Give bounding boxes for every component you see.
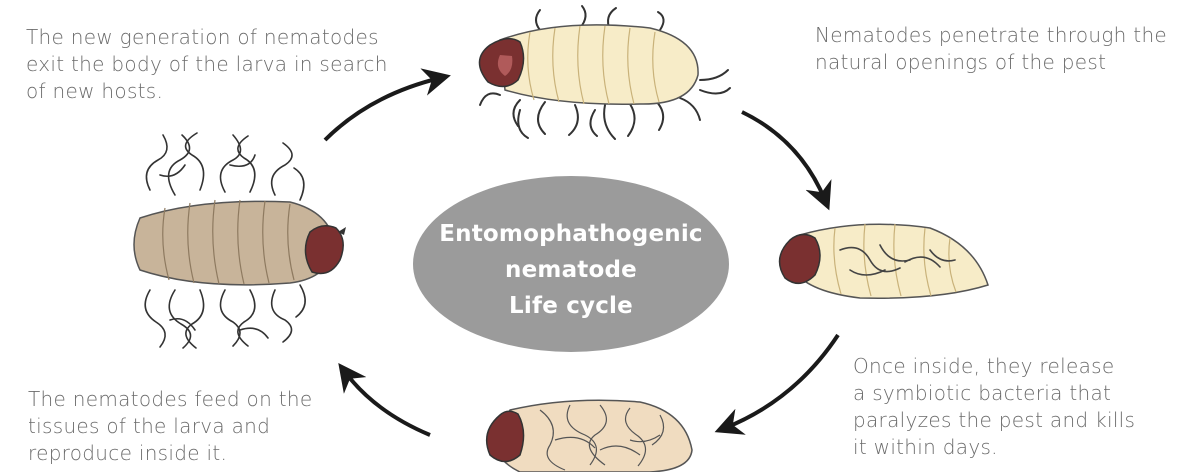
caption-line: The nematodes feed on the [28, 387, 313, 411]
caption-line: exit the body of the larva in search [26, 52, 388, 76]
arrow-to-left [338, 363, 431, 437]
caption-line: Nematodes penetrate through the [815, 23, 1168, 47]
caption-line: reproduce inside it. [28, 441, 228, 465]
caption-line: tissues of the larva and [28, 414, 271, 438]
caption-line: of new hosts. [26, 79, 164, 103]
center-ellipse [413, 176, 729, 352]
larva-bottom-feeding [485, 399, 693, 472]
caption-line: a symbiotic bacteria that [853, 381, 1112, 405]
larva-top-exiting [478, 5, 731, 140]
caption-line: The new generation of nematodes [26, 25, 379, 49]
caption-penetrate-stage: Nematodes penetrate through the natural … [815, 22, 1167, 76]
caption-line: paralyzes the pest and kills [853, 408, 1136, 432]
center-title-line-2: nematode [505, 257, 637, 283]
arrow-to-top [323, 68, 451, 142]
caption-line: natural openings of the pest [815, 50, 1107, 74]
caption-feed-stage: The nematodes feed on the tissues of the… [28, 386, 312, 467]
larva-left-emerging [133, 132, 346, 349]
caption-line: Once inside, they release [853, 354, 1115, 378]
larva-right-penetrated [778, 223, 989, 299]
center-title-line-1: Entomophathogenic [439, 221, 703, 247]
arrow-to-bottom [714, 333, 840, 435]
caption-line: it within days. [853, 435, 998, 459]
caption-release-stage: Once inside, they release a symbiotic ba… [853, 353, 1135, 461]
arrow-to-right [741, 110, 832, 211]
center-title: Entomophathogenic nematode Life cycle [413, 216, 729, 324]
center-title-line-3: Life cycle [509, 293, 633, 319]
caption-exit-stage: The new generation of nematodes exit the… [26, 24, 388, 105]
